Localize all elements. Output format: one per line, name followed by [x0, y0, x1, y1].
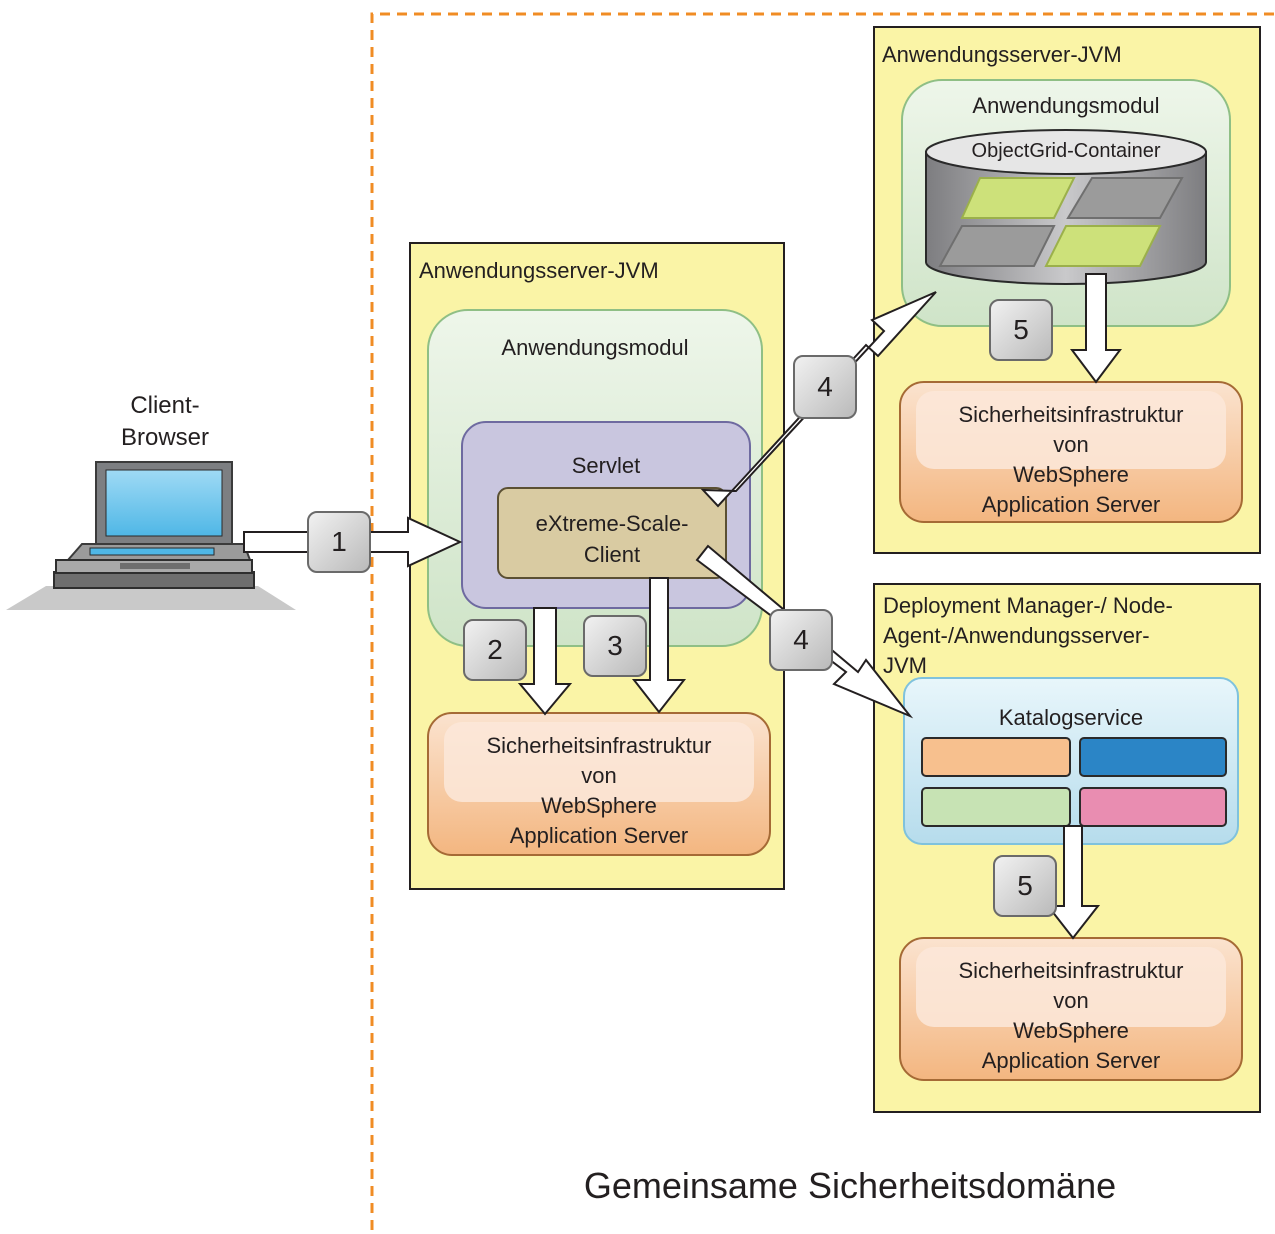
top-right-jvm-title: Anwendungsserver-JVM — [882, 42, 1122, 67]
bottom-right-jvm-title-line3: JVM — [883, 653, 927, 678]
top-right-security-line1: Sicherheitsinfrastruktur — [958, 402, 1184, 427]
bottom-right-security-line4: Application Server — [981, 1048, 1161, 1073]
left-client-box — [497, 487, 727, 579]
left-servlet-title: Servlet — [571, 453, 641, 478]
arrow-step-5-top — [1070, 273, 1122, 384]
arrow-step-3 — [631, 577, 687, 714]
laptop-icon — [6, 461, 296, 610]
security-domain-label: Gemeinsame Sicherheitsdomäne — [583, 1165, 1117, 1206]
left-security-line4: Application Server — [509, 823, 689, 848]
top-right-security-line2: von — [1053, 432, 1089, 457]
bottom-right-security-line2: von — [1053, 988, 1089, 1013]
left-security-line1: Sicherheitsinfrastruktur — [486, 733, 712, 758]
top-right-security-line4: Application Server — [981, 492, 1161, 517]
top-right-security-line3: WebSphere — [1013, 462, 1129, 487]
arrow-step-5-bottom — [1045, 825, 1101, 940]
objectgrid-container-label: ObjectGrid-Container — [971, 140, 1161, 162]
catalog-slot-orange — [921, 737, 1071, 777]
bottom-right-jvm-title-line2: Agent-/Anwendungsserver- — [883, 623, 1150, 648]
step-badge-3 — [583, 615, 647, 677]
step-number-1: 1 — [331, 526, 347, 557]
step-badge-5-bottom — [993, 855, 1057, 917]
objectgrid-container-cylinder — [925, 129, 1207, 285]
step-badge-2 — [463, 619, 527, 681]
bottom-right-jvm-title-line1: Deployment Manager-/ Node- — [883, 593, 1173, 618]
step-badge-4-bottom — [769, 609, 833, 671]
left-security-line3: WebSphere — [541, 793, 657, 818]
security-domain-border — [370, 12, 1275, 1230]
step-number-2: 2 — [487, 634, 503, 665]
bottom-right-security-line1: Sicherheitsinfrastruktur — [958, 958, 1184, 983]
client-label-line2: Browser — [120, 424, 210, 451]
bottom-right-security-line3: WebSphere — [1013, 1018, 1129, 1043]
left-security-line2: von — [581, 763, 617, 788]
top-right-module-title: Anwendungsmodul — [972, 93, 1160, 118]
left-client-line2: Client — [583, 542, 641, 567]
step-number-5-bottom: 5 — [1017, 870, 1033, 901]
catalog-slot-blue — [1079, 737, 1227, 777]
catalog-service-title: Katalogservice — [998, 705, 1144, 730]
left-client-line1: eXtreme-Scale- — [535, 511, 689, 536]
catalog-slot-green — [921, 787, 1071, 827]
step-badge-5-top — [989, 299, 1053, 361]
step-number-4-top: 4 — [817, 371, 833, 402]
catalog-slot-pink — [1079, 787, 1227, 827]
step-number-4-bottom: 4 — [793, 624, 809, 655]
arrow-step-2 — [517, 607, 573, 716]
step-badge-1 — [307, 511, 371, 573]
left-jvm-title: Anwendungsserver-JVM — [419, 258, 659, 283]
step-number-5-top: 5 — [1013, 314, 1029, 345]
step-number-3: 3 — [607, 630, 623, 661]
client-label-line1: Client- — [130, 392, 200, 419]
left-module-title: Anwendungsmodul — [501, 335, 689, 360]
step-badge-4-top — [793, 355, 857, 419]
